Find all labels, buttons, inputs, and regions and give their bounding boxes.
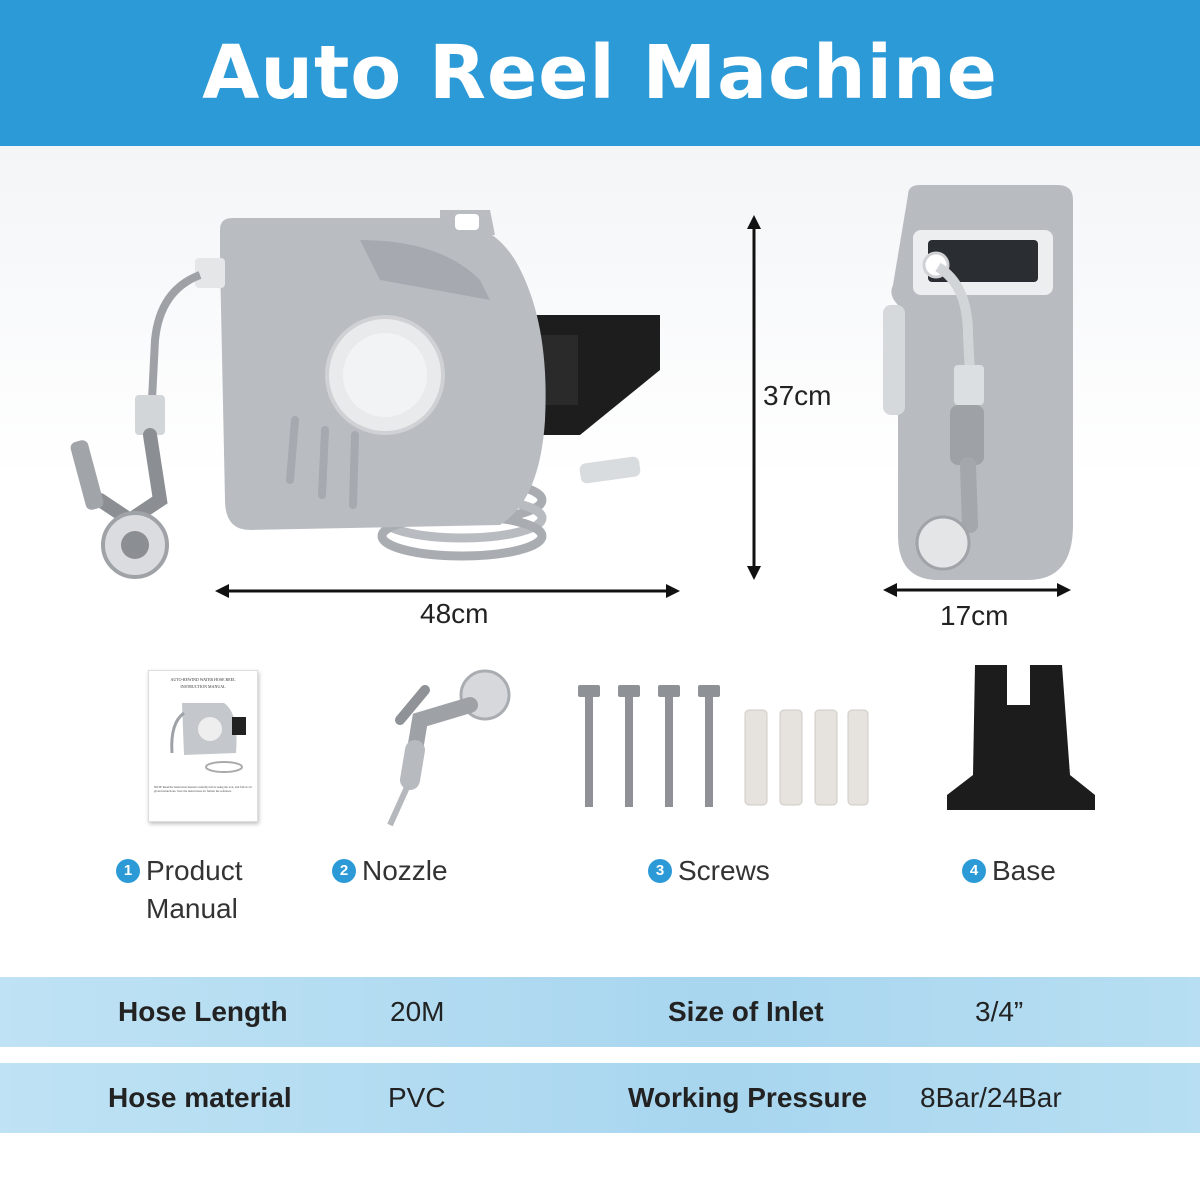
depth-dimension-arrow [883, 583, 1071, 597]
accessory-text-line2: Manual [146, 893, 238, 924]
accessory-text: Nozzle [362, 855, 448, 886]
manual-footer-text: NOTE Read the instruction manual careful… [154, 785, 252, 793]
spec-key: Hose material [108, 1082, 292, 1113]
spec-value: 3/4” [975, 996, 1024, 1027]
accessory-number-badge: 1 [116, 859, 140, 883]
spec-row: Hose material PVC Working Pressure 8Bar/… [0, 1063, 1200, 1133]
spec-key: Size of Inlet [668, 996, 824, 1027]
width-label: 48cm [420, 598, 489, 629]
hose-reel-side-image [70, 210, 660, 579]
spec-row: Hose Length 20M Size of Inlet 3/4” [0, 977, 1200, 1047]
screws-image [578, 685, 869, 807]
base-image [947, 665, 1095, 810]
height-label: 37cm [763, 380, 832, 411]
accessory-number-badge: 4 [962, 859, 986, 883]
accessory-number-badge: 3 [648, 859, 672, 883]
spec-key: Working Pressure [628, 1082, 868, 1113]
hose-reel-front-image [883, 185, 1073, 580]
spec-value: PVC [388, 1082, 446, 1113]
accessory-label-screws: 3 Screws [648, 852, 770, 890]
accessory-text: Base [992, 855, 1056, 886]
width-dimension-arrow [215, 584, 680, 598]
manual-heading-line2: INSTRUCTION MANUAL [180, 684, 226, 689]
product-manual-image: AUTO-REWIND WATER HOSE REEL INSTRUCTION … [148, 670, 258, 822]
manual-reel-illustration [170, 703, 246, 773]
accessory-text-line1: Product [146, 855, 243, 886]
spec-value: 20M [390, 996, 445, 1027]
height-dimension-arrow [747, 215, 761, 580]
manual-heading-line1: AUTO-REWIND WATER HOSE REEL [170, 677, 236, 682]
depth-label: 17cm [940, 600, 1009, 631]
accessory-text: Screws [678, 855, 770, 886]
spec-value: 8Bar/24Bar [920, 1082, 1062, 1113]
accessory-label-nozzle: 2 Nozzle [332, 852, 448, 890]
title-banner: Auto Reel Machine [0, 0, 1200, 146]
spec-key: Hose Length [118, 996, 288, 1027]
accessory-text: Product Manual [146, 852, 243, 928]
page-title: Auto Reel Machine [202, 30, 998, 116]
accessory-number-badge: 2 [332, 859, 356, 883]
accessory-label-manual: 1 Product Manual [116, 852, 243, 928]
nozzle-image [387, 669, 511, 827]
accessory-label-base: 4 Base [962, 852, 1056, 890]
